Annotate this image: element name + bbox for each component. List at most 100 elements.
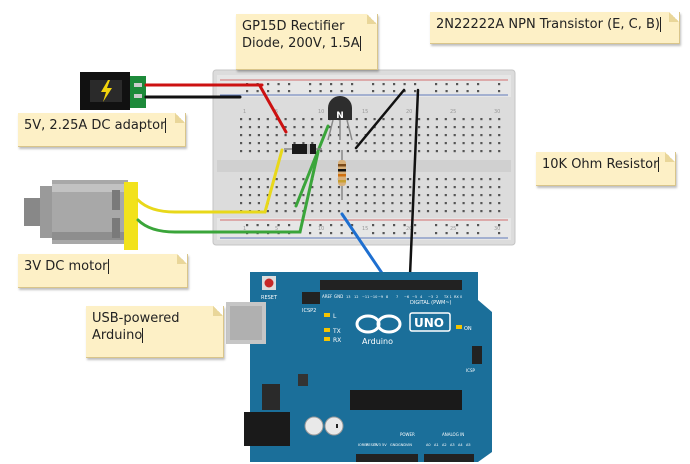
breadboard-hole	[382, 150, 385, 153]
breadboard-hole	[311, 186, 314, 189]
breadboard-hole	[319, 90, 322, 93]
breadboard-hole	[351, 232, 354, 235]
breadboard-hole	[409, 210, 412, 213]
breadboard-hole	[480, 126, 483, 129]
resistor	[338, 150, 346, 200]
breadboard-hole	[426, 142, 430, 145]
breadboard-hole	[346, 142, 349, 145]
breadboard-hole	[480, 210, 483, 213]
breadboard-hole	[435, 126, 438, 129]
breadboard-hole	[320, 118, 323, 121]
breadboard-hole	[309, 232, 312, 235]
breadboard-hole	[302, 142, 305, 145]
breadboard-hole	[284, 150, 287, 153]
breadboard-hole	[372, 232, 375, 235]
breadboard-hole	[444, 186, 447, 189]
aref-label: AREF	[322, 294, 333, 299]
breadboard-hole	[414, 83, 417, 86]
breadboard-hole	[456, 232, 459, 235]
breadboard-hole	[355, 178, 358, 181]
breadboard-hole	[400, 194, 403, 197]
breadboard-hole	[480, 134, 483, 137]
breadboard-hole	[246, 224, 249, 227]
breadboard-hole	[275, 194, 278, 197]
breadboard-hole	[302, 194, 305, 197]
breadboard-hole	[409, 150, 412, 153]
breadboard-hole	[256, 90, 259, 93]
breadboard-hole	[426, 194, 430, 197]
breadboard-hole	[293, 142, 296, 145]
analog-pin-label: A5	[466, 443, 471, 447]
breadboard-hole	[445, 224, 448, 227]
breadboard-hole	[453, 186, 456, 189]
breadboard-hole	[311, 202, 314, 205]
breadboard-hole	[364, 202, 367, 205]
breadboard-hole	[248, 178, 252, 181]
breadboard-hole	[444, 150, 447, 153]
breadboard-hole	[466, 224, 469, 227]
row-number: 20	[406, 226, 412, 232]
breadboard-hole	[257, 134, 260, 137]
breadboard-hole	[337, 134, 341, 137]
breadboard-hole	[373, 142, 376, 145]
breadboard-hole	[240, 142, 243, 145]
breadboard-hole	[489, 178, 492, 181]
breadboard: 1 5 10 15 20 25 30 1 5 10 15 20 25 30	[212, 69, 516, 246]
breadboard-hole	[288, 83, 291, 86]
digital-pin-label: 4	[420, 295, 423, 299]
breadboard-hole	[498, 142, 501, 145]
breadboard-hole	[382, 224, 385, 227]
power-pin-label: 5V	[382, 443, 387, 447]
breadboard-hole	[293, 178, 296, 181]
breadboard-hole	[426, 178, 430, 181]
breadboard-hole	[480, 186, 483, 189]
breadboard-hole	[364, 186, 367, 189]
breadboard-hole	[391, 126, 394, 129]
breadboard-hole	[248, 134, 252, 137]
transistor-note: 2N22222A NPN Transistor (E, C, B)	[430, 12, 680, 44]
breadboard-hole	[462, 202, 465, 205]
breadboard-hole	[330, 83, 333, 86]
reset-label: RESET	[261, 295, 278, 301]
breadboard-hole	[393, 232, 396, 235]
breadboard-hole	[382, 126, 385, 129]
breadboard-hole	[311, 134, 314, 137]
breadboard-hole	[418, 134, 421, 137]
breadboard-hole	[471, 210, 474, 213]
breadboard-hole	[337, 202, 341, 205]
breadboard-hole	[329, 126, 332, 129]
black-jumper	[354, 88, 406, 150]
breadboard-hole	[391, 118, 394, 121]
breadboard-hole	[340, 232, 343, 235]
breadboard-hole	[480, 194, 483, 197]
breadboard-hole	[418, 202, 421, 205]
breadboard-hole	[489, 210, 492, 213]
breadboard-hole	[435, 142, 438, 145]
breadboard-hole	[320, 126, 323, 129]
analog-pin-label: A3	[450, 443, 455, 447]
breadboard-hole	[391, 150, 394, 153]
breadboard-hole	[426, 186, 430, 189]
breadboard-hole	[480, 142, 483, 145]
breadboard-hole	[373, 194, 376, 197]
breadboard-hole	[498, 232, 501, 235]
analog-header	[424, 454, 474, 462]
breadboard-hole	[248, 126, 252, 129]
breadboard-hole	[248, 202, 252, 205]
breadboard-hole	[275, 126, 278, 129]
breadboard-hole	[400, 210, 403, 213]
breadboard-hole	[257, 150, 260, 153]
breadboard-hole	[471, 202, 474, 205]
breadboard-hole	[275, 210, 278, 213]
breadboard-hole	[266, 210, 269, 213]
breadboard-hole	[240, 202, 243, 205]
breadboard-hole	[248, 194, 252, 197]
breadboard-hole	[462, 194, 465, 197]
row-number: 10	[318, 226, 324, 232]
breadboard-hole	[373, 210, 376, 213]
breadboard-hole	[462, 142, 465, 145]
breadboard-hole	[391, 186, 394, 189]
breadboard-hole	[346, 194, 349, 197]
breadboard-hole	[400, 150, 403, 153]
breadboard-hole	[445, 83, 448, 86]
